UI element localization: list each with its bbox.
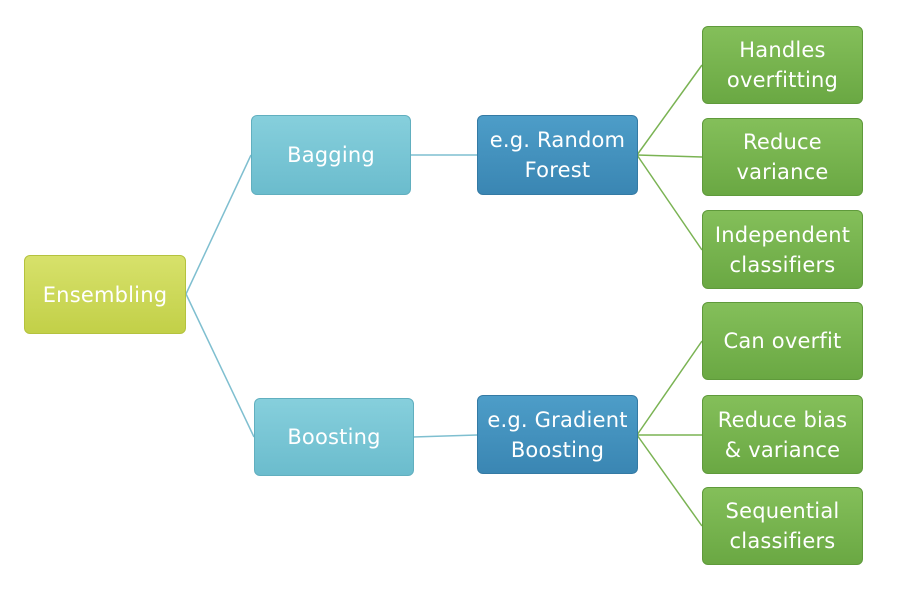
node-gradient-boosting: e.g. Gradient Boosting (477, 395, 638, 474)
connector-rf-independent (636, 154, 703, 251)
connector-rf-overfitting (636, 64, 703, 156)
node-random-forest: e.g. Random Forest (477, 115, 638, 195)
node-independent-classifiers: Independent classifiers (702, 210, 863, 289)
node-reduce-bias-variance: Reduce bias & variance (702, 395, 863, 474)
node-bagging: Bagging (251, 115, 411, 195)
connector-root-bagging (185, 154, 252, 295)
connector-boosting-example (412, 434, 478, 438)
node-can-overfit: Can overfit (702, 302, 863, 380)
node-handles-overfitting: Handles overfitting (702, 26, 863, 104)
connector-gb-overfit (636, 340, 703, 436)
node-ensembling: Ensembling (24, 255, 186, 334)
node-boosting: Boosting (254, 398, 414, 476)
connector-gb-sequential (636, 434, 703, 527)
node-reduce-variance: Reduce variance (702, 118, 863, 196)
connector-root-boosting (185, 293, 255, 438)
node-sequential-classifiers: Sequential classifiers (702, 487, 863, 565)
connector-rf-variance (636, 154, 703, 158)
